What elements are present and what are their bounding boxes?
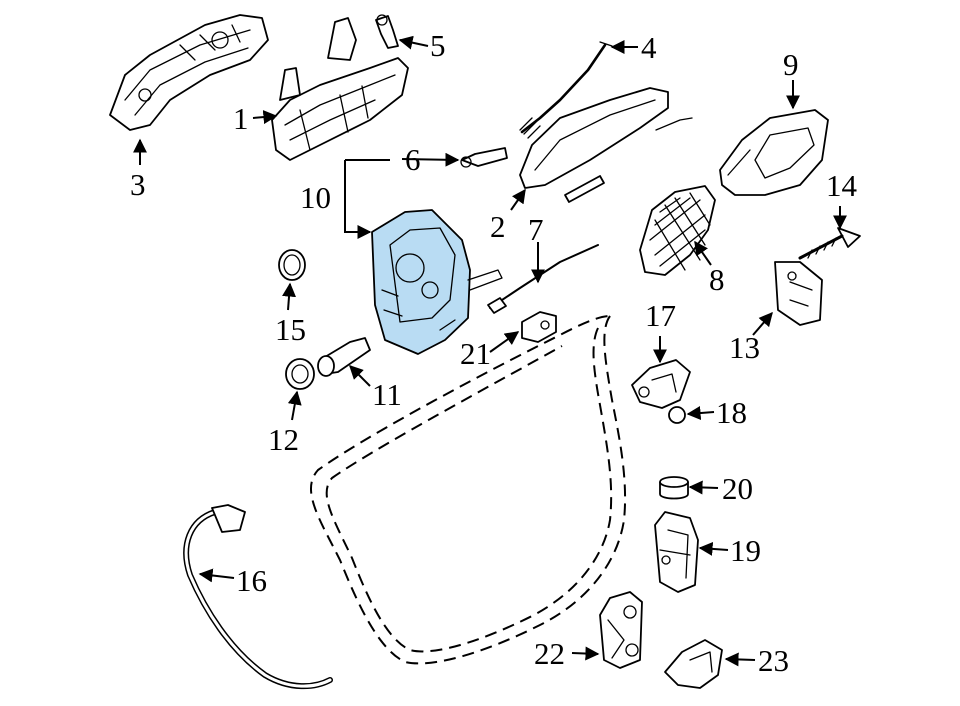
callout-21: 21: [460, 336, 491, 371]
part-10-door-latch[interactable]: [371, 209, 503, 355]
callout-13: 13: [729, 330, 760, 365]
callout-23: 23: [758, 643, 789, 678]
callout-17: 17: [645, 298, 676, 333]
callout-4: 4: [641, 30, 657, 65]
callout-11: 11: [372, 377, 402, 412]
part-12-grommet[interactable]: [285, 358, 315, 390]
part-18-bumper[interactable]: [668, 406, 686, 424]
part-20-stop[interactable]: [659, 476, 689, 500]
callout-7: 7: [528, 212, 544, 247]
part-9-interior-handle[interactable]: [719, 109, 829, 196]
callout-12: 12: [268, 422, 299, 457]
callout-14: 14: [826, 168, 858, 203]
callout-20: 20: [722, 471, 753, 506]
part-7-rod[interactable]: [564, 175, 605, 203]
callout-6: 6: [405, 142, 421, 177]
callout-9: 9: [783, 47, 799, 82]
callout-8: 8: [709, 262, 725, 297]
part-14-screw[interactable]: [798, 227, 861, 260]
part-15-plug[interactable]: [278, 249, 306, 281]
callout-16: 16: [236, 563, 267, 598]
callout-19: 19: [730, 533, 761, 568]
callout-22: 22: [534, 636, 565, 671]
part-16-seal[interactable]: [183, 504, 333, 690]
part-23-hinge-bracket[interactable]: [664, 639, 723, 689]
callout-5: 5: [430, 28, 446, 63]
part-21-actuator[interactable]: [521, 311, 557, 343]
part-13-striker[interactable]: [774, 261, 823, 326]
part-4-rod[interactable]: [519, 41, 613, 139]
part-11-lock-cylinder[interactable]: [317, 337, 371, 377]
part-8-bezel[interactable]: [639, 185, 716, 276]
callout-10: 10: [300, 180, 331, 215]
part-1-outside-handle[interactable]: [271, 17, 409, 161]
callout-2: 2: [490, 209, 506, 244]
callout-18: 18: [716, 395, 747, 430]
latch-cable: [487, 244, 599, 314]
part-6-bolt[interactable]: [460, 147, 508, 168]
part-19-check-link[interactable]: [654, 511, 699, 593]
part-5-clip[interactable]: [375, 14, 399, 49]
callout-1: 1: [233, 101, 249, 136]
callout-3: 3: [130, 167, 146, 202]
part-2-handle-cover[interactable]: [519, 87, 693, 189]
part-3-handle-carrier[interactable]: [109, 14, 269, 131]
part-22-hinge[interactable]: [599, 591, 643, 669]
callout-labels: 3 1 5 4 9 6 10 2 7 8 14 15 17 13 21 11 1…: [130, 28, 858, 678]
part-17-bracket[interactable]: [631, 359, 691, 409]
leader-lines: [133, 35, 847, 667]
callout-15: 15: [275, 312, 306, 347]
door-frame-outline: [309, 315, 627, 665]
